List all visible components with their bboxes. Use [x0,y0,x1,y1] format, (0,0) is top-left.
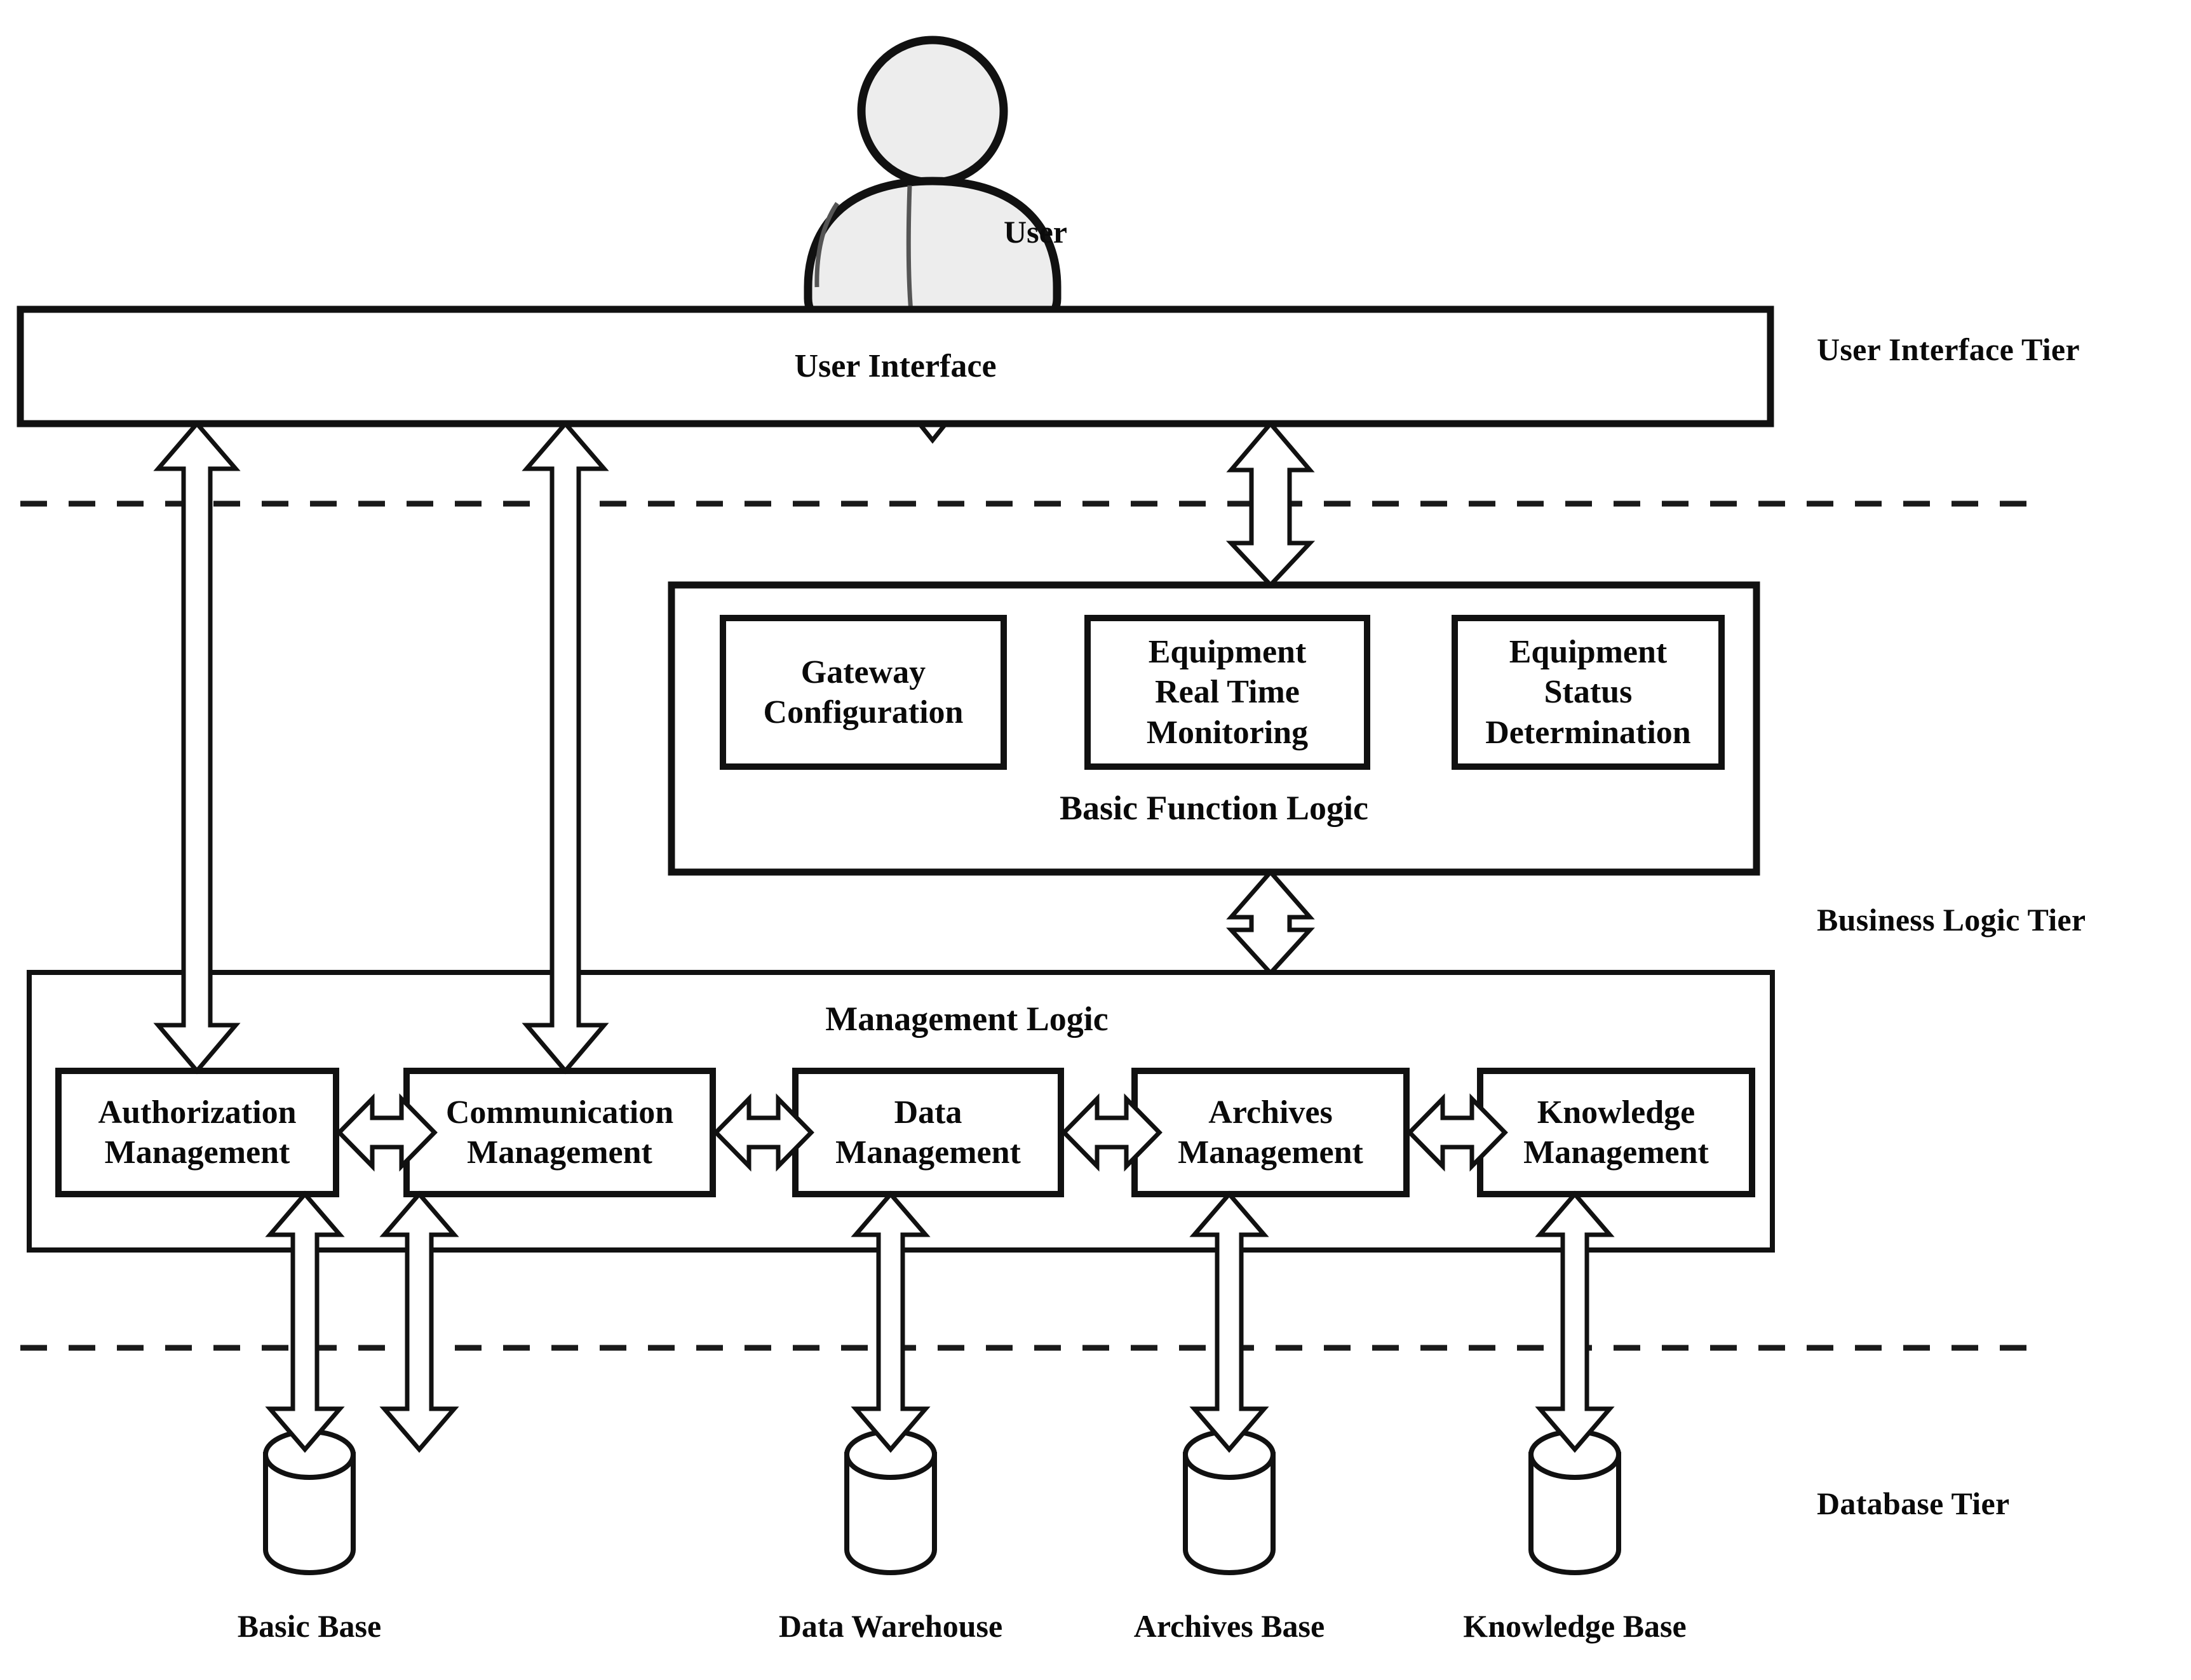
user-person-icon [804,36,1062,335]
communication-management-label: Communication Management [445,1094,674,1171]
arrow-archives-to-knowledge [1406,1093,1508,1172]
management-logic-group-label: Management Logic [825,1000,1109,1038]
arrow-user-interface-to-basic-function-logic [1225,420,1316,589]
basic-base-cylinder[interactable] [263,1429,356,1575]
archives-management-box[interactable] [1131,1068,1410,1197]
equipment-status-determination-label: Equipment Status Determination [1485,633,1691,751]
arrow-knowledge-management-to-knowledge-base [1535,1190,1615,1453]
gateway-configuration-label: Gateway Configuration [763,654,964,730]
user-interface-box-label: User Interface [794,348,997,385]
gateway-configuration-box[interactable] [720,615,1007,770]
knowledge-base-label: Knowledge Base [1463,1608,1687,1644]
arrow-user-interface-to-communication-management [522,420,609,1075]
user-label: User [1004,213,1067,250]
equipment-real-time-monitoring-box[interactable] [1084,615,1370,770]
equipment-status-determination-box[interactable] [1452,615,1725,770]
knowledge-management-box[interactable] [1477,1068,1755,1197]
archives-base-cylinder[interactable] [1183,1429,1276,1575]
archives-base-label: Archives Base [1133,1608,1325,1644]
equipment-real-time-monitoring-label: Equipment Real Time Monitoring [1146,633,1309,751]
data-management-label: Data Management [835,1094,1021,1171]
authorization-management-box[interactable] [55,1068,339,1197]
arrow-communication-to-data [713,1093,814,1172]
data-warehouse-label: Data Warehouse [778,1608,1003,1644]
arrow-data-to-archives [1061,1093,1163,1172]
arrow-user-interface-to-authorization-management [153,420,241,1075]
arrow-authorization-management-to-basic-base [265,1190,345,1453]
knowledge-management-label: Knowledge Management [1523,1094,1709,1171]
tier-label-database: Database Tier [1817,1485,2010,1521]
archives-management-label: Archives Management [1178,1094,1363,1171]
tier-label-business-logic: Business Logic Tier [1817,901,2086,937]
tier-label-user-interface: User Interface Tier [1817,331,2080,367]
arrow-data-management-to-data-warehouse [851,1190,931,1453]
user-interface-box[interactable] [17,306,1774,427]
basic-function-logic-group-label: Basic Function Logic [1059,789,1369,828]
arrow-basic-function-logic-to-management-logic [1226,868,1315,977]
knowledge-base-cylinder[interactable] [1528,1429,1621,1575]
basic-base-label: Basic Base [237,1608,382,1644]
arrow-archives-management-to-archives-base [1189,1190,1269,1453]
arrow-communication-management-to-basic-base [379,1190,459,1453]
arrow-authorization-to-communication [336,1093,438,1172]
authorization-management-label: Authorization Management [98,1094,297,1171]
